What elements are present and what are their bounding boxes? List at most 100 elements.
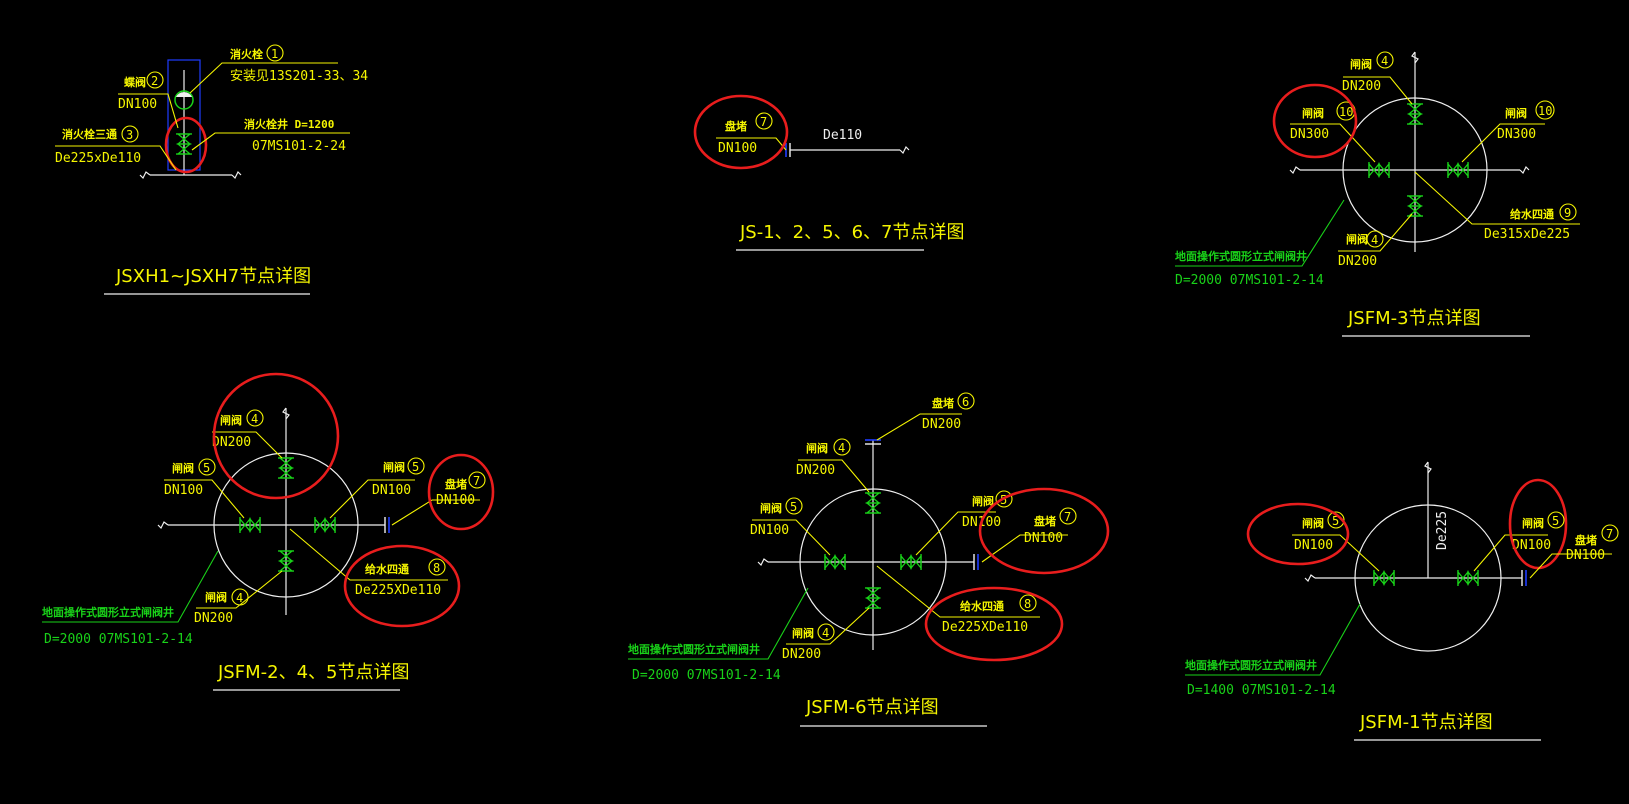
well-leader-line xyxy=(1175,199,1345,267)
right-valve-spec: DN100 xyxy=(1512,538,1551,553)
cross-name: 给水四通 xyxy=(960,599,1004,613)
top-valve-no: 4 xyxy=(838,441,845,455)
break-mark xyxy=(1424,461,1432,474)
index-circle xyxy=(266,44,284,62)
top-valve-name: 闸阀 xyxy=(1350,57,1372,71)
jsfm245-detail: 闸阀 4 DN200 闸阀 5 DN100 闸阀 5 DN100 盘堵 7 DN… xyxy=(42,372,495,691)
red-markup-circle xyxy=(1246,502,1350,566)
cross-spec: De225XDe110 xyxy=(942,620,1028,635)
right-valve-name: 闸阀 xyxy=(972,494,994,508)
index-circle xyxy=(833,438,851,456)
break-mark xyxy=(231,170,242,180)
jsfm6-detail: 盘堵 6 DN200 闸阀 4 DN200 闸阀 5 DN100 闸阀 5 DN… xyxy=(628,392,1110,727)
right-valve-no: 5 xyxy=(1552,514,1559,528)
cross-name: 给水四通 xyxy=(1510,207,1554,221)
red-markup-circle xyxy=(693,94,789,170)
leader-line xyxy=(1292,534,1380,572)
detail-title: JSFM-2、4、5节点详图 xyxy=(217,662,409,683)
plug-spec: DN100 xyxy=(436,493,475,508)
index-circle xyxy=(231,588,249,606)
right-valve-no: 5 xyxy=(412,460,419,474)
jsfm1-detail: De225 闸阀 5 DN100 闸阀 5 DN100 盘堵 7 DN100 地… xyxy=(1185,461,1619,741)
top-valve-spec: DN200 xyxy=(1342,79,1381,94)
left-valve-name: 闸阀 xyxy=(1302,106,1324,120)
index-circle xyxy=(428,558,446,576)
top-valve-spec: DN200 xyxy=(212,435,251,450)
jsfm3-detail: 闸阀 4 DN200 闸阀 10 DN300 闸阀 10 DN300 给水四通 … xyxy=(1175,51,1580,337)
red-markup-circle xyxy=(343,544,461,628)
well-leader-line xyxy=(42,550,219,623)
index-circle xyxy=(957,392,975,410)
index-circle xyxy=(785,497,803,515)
well-name: 地面操作式圆形立式闸阀井 xyxy=(1185,658,1317,672)
top-valve-no: 4 xyxy=(1381,54,1388,68)
well-name: 消火栓井 D=1200 xyxy=(244,117,334,131)
plug-no: 7 xyxy=(473,474,480,488)
pipe-label: De110 xyxy=(823,128,862,143)
well-leader-line xyxy=(628,587,809,660)
break-mark xyxy=(1289,166,1301,175)
index-circle xyxy=(468,471,486,489)
tee-name: 消火栓三通 xyxy=(62,127,117,141)
top-valve-spec: DN200 xyxy=(796,463,835,478)
left-valve-spec: DN100 xyxy=(164,483,203,498)
break-mark xyxy=(1519,165,1530,175)
bottom-valve-spec: DN200 xyxy=(194,611,233,626)
bottom-valve-name: 闸阀 xyxy=(792,626,814,640)
left-valve-spec: DN300 xyxy=(1290,127,1329,142)
red-markup-circle xyxy=(212,372,340,500)
top-valve-name: 闸阀 xyxy=(220,413,242,427)
well-spec: D=2000 07MS101-2-14 xyxy=(44,632,193,647)
cross-name: 给水四通 xyxy=(365,562,409,576)
left-valve-no: 5 xyxy=(1332,514,1339,528)
well-spec: D=2000 07MS101-2-14 xyxy=(632,668,781,683)
top-valve-no: 4 xyxy=(251,412,258,426)
right-valve-no: 10 xyxy=(1538,104,1552,118)
index-circle xyxy=(1601,524,1619,542)
leader-line xyxy=(289,528,448,581)
well-name: 地面操作式圆形立式闸阀井 xyxy=(42,605,174,619)
plug-name: 盘堵 xyxy=(1575,533,1597,547)
top-plug-name: 盘堵 xyxy=(932,396,954,410)
detail-title: JSFM-6节点详图 xyxy=(805,697,939,718)
plug-spec: DN100 xyxy=(1566,548,1605,563)
right-valve-spec: DN100 xyxy=(372,483,411,498)
valve-spec: DN100 xyxy=(118,97,157,112)
plug-spec: DN100 xyxy=(1024,531,1063,546)
break-mark xyxy=(1304,574,1316,583)
left-valve-no: 5 xyxy=(203,461,210,475)
left-valve-name: 闸阀 xyxy=(1302,516,1324,530)
leader-line xyxy=(164,479,245,519)
break-mark xyxy=(139,171,151,180)
bottom-valve-name: 闸阀 xyxy=(1346,232,1368,246)
index-circle xyxy=(198,458,216,476)
well-spec: 07MS101-2-24 xyxy=(252,139,346,154)
index-circle xyxy=(1376,51,1394,69)
leader-line xyxy=(981,534,1068,563)
cross-no: 8 xyxy=(433,561,440,575)
branch-pipe-label: De225 xyxy=(1435,511,1450,550)
top-plug-no: 6 xyxy=(962,395,969,409)
detail-title: JSFM-1节点详图 xyxy=(1359,712,1493,733)
leader-line xyxy=(391,499,480,526)
tee-spec: De225xDe110 xyxy=(55,151,141,166)
well-leader-line xyxy=(1185,603,1361,676)
leader-line xyxy=(915,511,996,556)
leader-line xyxy=(876,565,1040,618)
plug-name: 盘堵 xyxy=(725,119,747,133)
break-mark xyxy=(282,407,290,420)
leader-line xyxy=(1529,553,1612,579)
detail-title: JSXH1~JSXH7节点详图 xyxy=(115,266,311,287)
left-valve-name: 闸阀 xyxy=(172,461,194,475)
hydrant-symbol xyxy=(174,90,194,110)
leader-line xyxy=(191,132,350,151)
leader-line xyxy=(1473,534,1548,572)
red-markup-circle xyxy=(924,586,1064,662)
index-circle xyxy=(1019,594,1037,612)
bottom-valve-no: 4 xyxy=(1371,233,1378,247)
leader-line xyxy=(1338,213,1413,252)
well-spec: D=1400 07MS101-2-14 xyxy=(1187,683,1336,698)
plug-no: 7 xyxy=(1606,527,1613,541)
cross-no: 9 xyxy=(1564,206,1571,220)
